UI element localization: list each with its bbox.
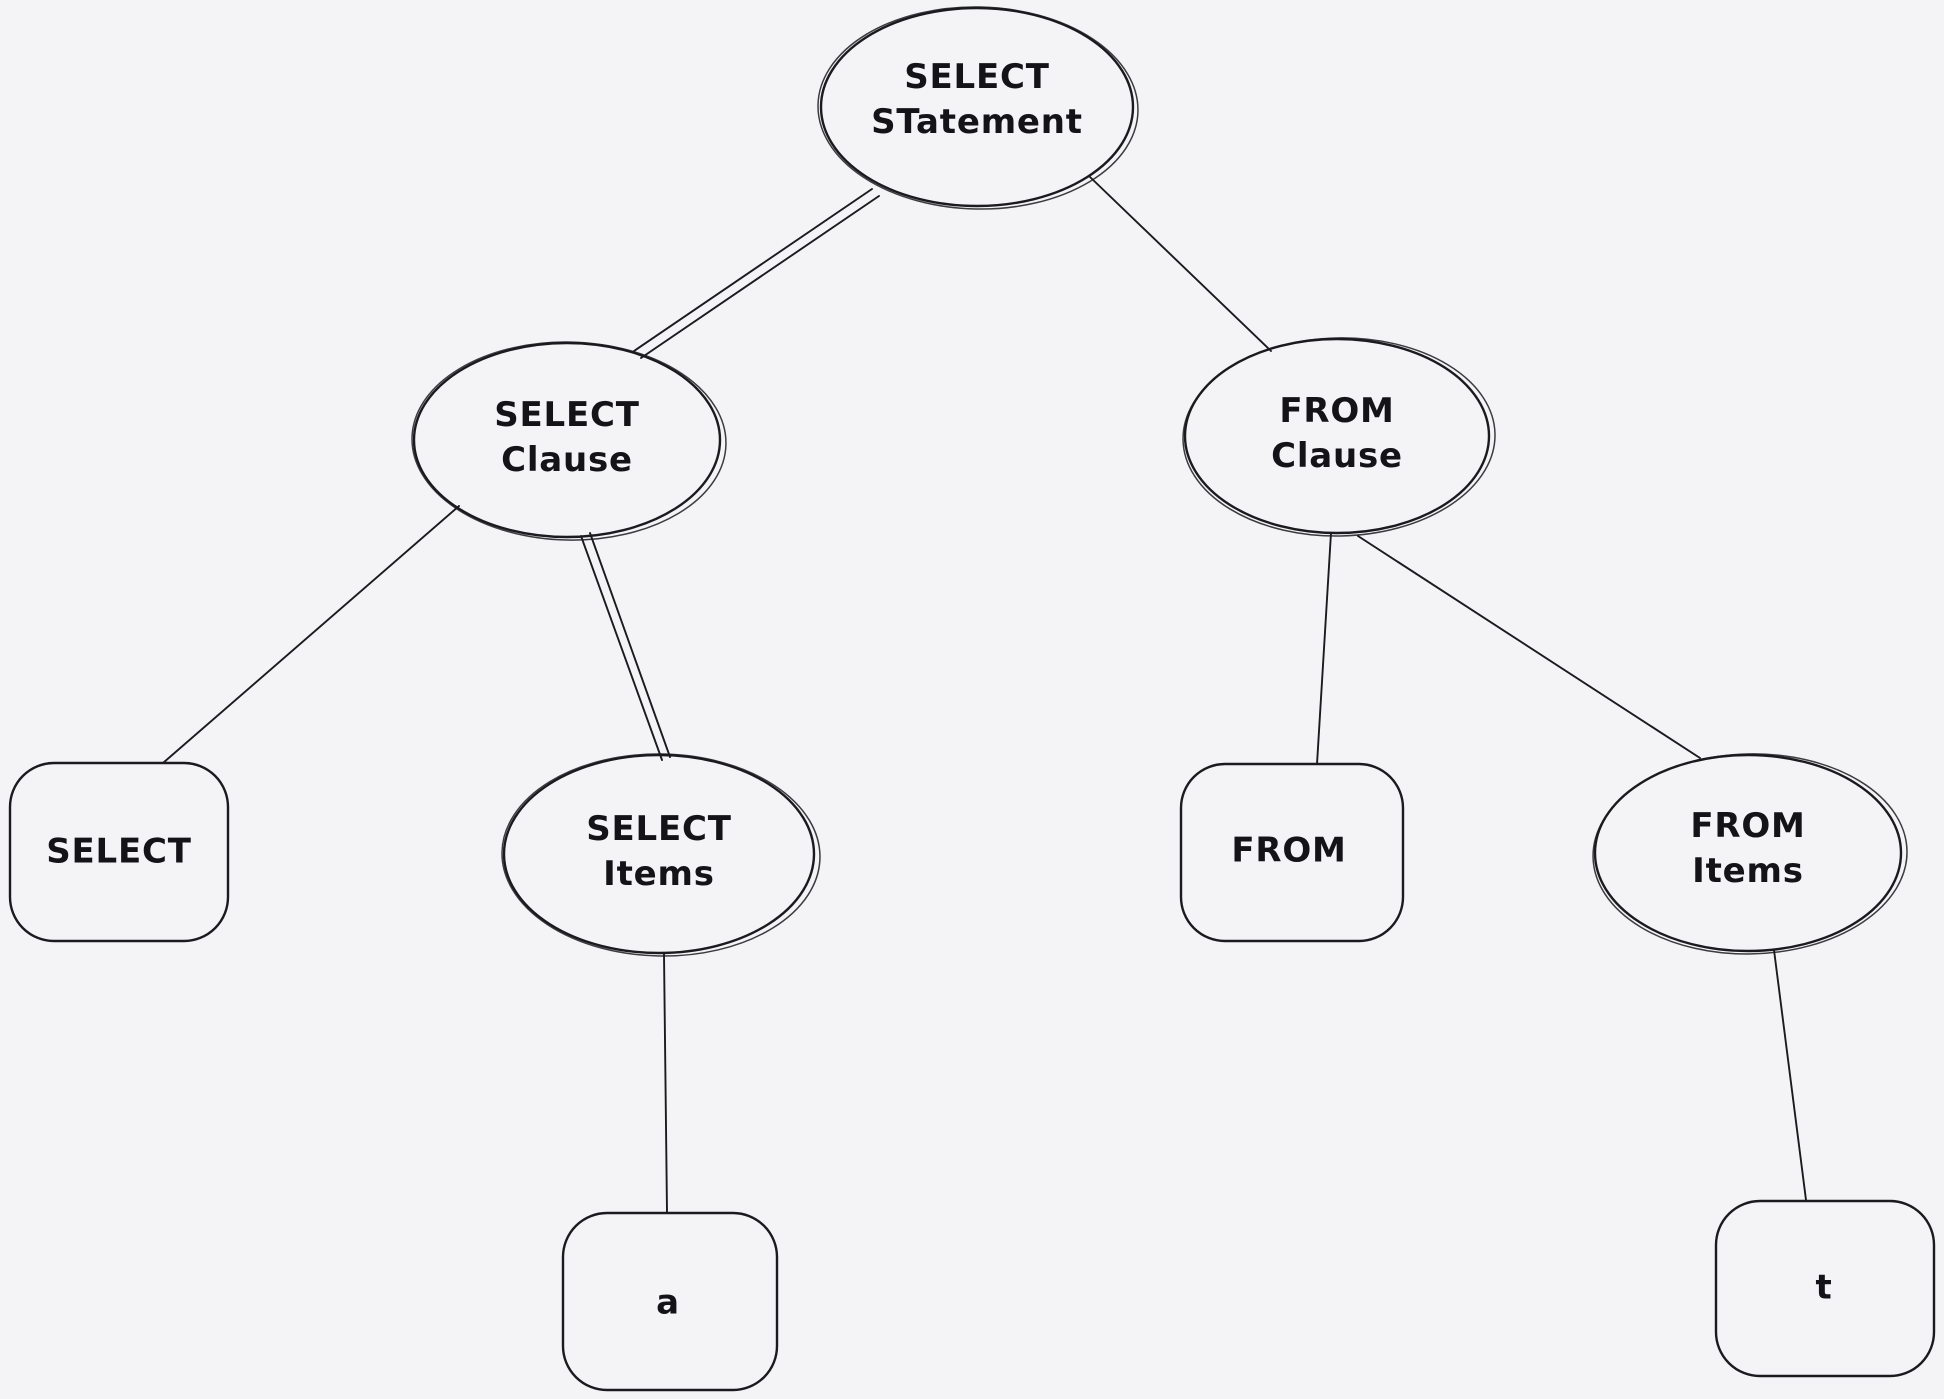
- edge-select-clause-select-items-sketch-pass: [580, 535, 663, 761]
- node-shape-t-leaf[interactable]: [1714, 1199, 1936, 1378]
- node-shape-select-keyword[interactable]: [8, 761, 230, 943]
- node-shape-from-clause[interactable]: [1181, 335, 1497, 539]
- node-label-from-keyword: FROM: [1231, 830, 1347, 871]
- node-shape-from-items[interactable]: [1591, 751, 1909, 958]
- edge-group: [162, 176, 1807, 1213]
- node-label-select-keyword: SELECT: [46, 831, 192, 872]
- edge-select-statement-from-clause: [1089, 176, 1272, 352]
- edge-select-clause-select-keyword: [162, 505, 460, 764]
- edge-from-items-t-leaf: [1773, 949, 1807, 1201]
- node-label-from-clause: FROM Clause: [1271, 391, 1403, 476]
- edge-from-clause-from-keyword: [1316, 532, 1332, 765]
- node-label-select-clause: SELECT Clause: [494, 395, 640, 480]
- edge-select-items-a-leaf: [663, 953, 668, 1213]
- node-label-t-leaf: t: [1815, 1267, 1833, 1308]
- edge-select-statement-select-clause: [633, 188, 873, 352]
- node-label-select-items: SELECT Items: [586, 809, 732, 894]
- edge-select-statement-select-clause-sketch-pass: [640, 195, 880, 359]
- node-label-select-statement: SELECT STatement: [871, 57, 1083, 142]
- node-shape-from-keyword[interactable]: [1179, 762, 1405, 943]
- node-shape-select-statement[interactable]: [816, 4, 1140, 212]
- node-label-a-leaf: a: [656, 1282, 680, 1323]
- node-shape-select-items[interactable]: [500, 751, 821, 959]
- node-label-from-items: FROM Items: [1690, 806, 1806, 891]
- edge-from-clause-from-items: [1357, 535, 1701, 759]
- node-shape-select-clause[interactable]: [410, 339, 728, 544]
- node-shape-a-leaf[interactable]: [561, 1211, 779, 1392]
- edge-select-clause-select-items: [589, 532, 671, 758]
